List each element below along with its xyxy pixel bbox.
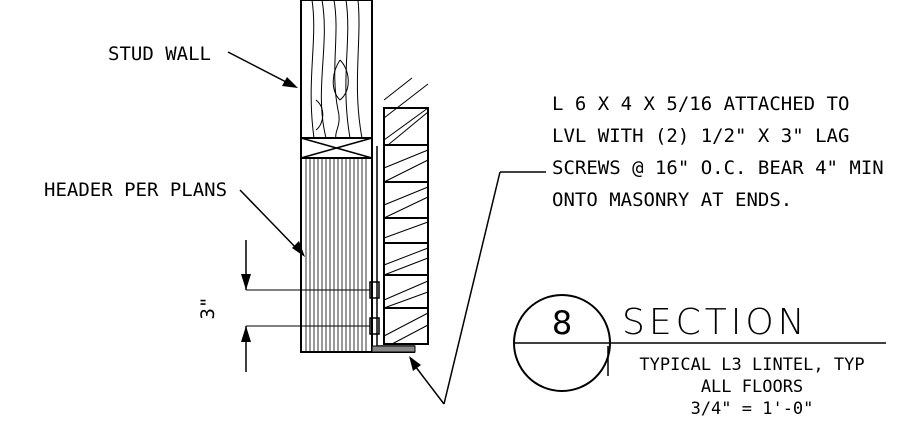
section-tag: 8 SECTION TYPICAL L3 LINTEL, TYP ALL FLO… bbox=[513, 294, 886, 419]
masonry-wall bbox=[383, 77, 429, 345]
angle-note: L 6 X 4 X 5/16 ATTACHED TO LVL WITH (2) … bbox=[552, 93, 884, 211]
stud-wall bbox=[300, 0, 373, 139]
section-number: 8 bbox=[552, 304, 572, 342]
section-subtitle-1: TYPICAL L3 LINTEL, TYP bbox=[639, 355, 864, 375]
top-plate-block bbox=[300, 137, 373, 159]
lvl-header bbox=[300, 157, 373, 353]
steel-angle bbox=[371, 144, 416, 353]
leader-header bbox=[239, 189, 305, 257]
angle-note-line-2: LVL WITH (2) 1/2" X 3" LAG bbox=[552, 125, 849, 147]
leader-angle bbox=[409, 171, 546, 405]
angle-note-line-3: SCREWS @ 16" O.C. BEAR 4" MIN bbox=[552, 157, 884, 179]
leader-stud-wall bbox=[227, 51, 298, 88]
dimension-label: 3" bbox=[197, 297, 219, 320]
dimension-3in: 3" bbox=[197, 240, 350, 372]
section-scale: 3/4" = 1'-0" bbox=[691, 399, 814, 419]
section-subtitle-2: ALL FLOORS bbox=[701, 377, 803, 397]
section-title: SECTION bbox=[622, 302, 809, 343]
stud-wall-label: STUD WALL bbox=[108, 43, 211, 65]
header-label: HEADER PER PLANS bbox=[44, 179, 227, 201]
angle-note-line-1: L 6 X 4 X 5/16 ATTACHED TO bbox=[552, 93, 849, 115]
angle-note-line-4: ONTO MASONRY AT ENDS. bbox=[552, 189, 792, 211]
